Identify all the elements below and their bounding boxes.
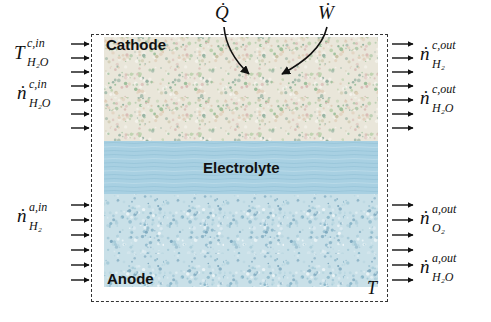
flow-symbol: T — [14, 42, 25, 63]
flow-superscript: a,out — [432, 251, 456, 265]
flow-symbol: ṅ — [420, 43, 430, 64]
flow-arrow — [392, 264, 413, 265]
anode-layer: Anode — [104, 194, 378, 287]
flow-subscript: O₂ — [432, 221, 445, 235]
flow-arrow — [392, 219, 413, 220]
flow-arrow — [71, 127, 89, 128]
flow-arrow — [392, 249, 413, 250]
flow-symbol: ṅ — [17, 82, 27, 103]
flow-superscript: c,in — [29, 77, 47, 91]
work-arrow — [282, 27, 327, 74]
flow-superscript: c,out — [432, 82, 456, 96]
flow-arrow — [392, 113, 413, 114]
flow-arrow — [71, 204, 89, 205]
flow-arrow — [392, 127, 413, 128]
flow-arrow — [71, 219, 89, 220]
flow-arrow — [392, 204, 413, 205]
layer-name: Anode — [107, 270, 154, 287]
flow-arrow — [71, 279, 89, 280]
flow-symbol: ṅ — [420, 256, 430, 277]
heat-symbol: Q̇ — [215, 2, 229, 23]
flow-arrow — [71, 85, 89, 86]
flow-subscript: H₂O — [29, 96, 51, 110]
flow-arrow — [392, 85, 413, 86]
flow-symbol: ṅ — [420, 87, 430, 108]
flow-arrow — [71, 234, 89, 235]
flow-superscript: c,out — [432, 38, 456, 52]
flow-arrow — [71, 71, 89, 72]
flow-arrow — [392, 234, 413, 235]
flow-subscript: H₂ — [432, 57, 445, 71]
flow-subscript: H₂O — [432, 270, 454, 284]
cathode-layer: Cathode — [104, 37, 378, 141]
flow-symbol: ṅ — [420, 207, 430, 228]
temperature-label: T — [367, 278, 377, 299]
flow-arrow — [71, 264, 89, 265]
flow-superscript: a,in — [29, 200, 47, 214]
flow-arrow — [71, 43, 89, 44]
layer-name: Electrolyte — [203, 159, 280, 176]
work-symbol: Ẇ — [318, 2, 334, 23]
flow-arrow — [392, 99, 413, 100]
flow-arrow — [71, 249, 89, 250]
control-volume: T CathodeElectrolyteAnode — [91, 34, 388, 302]
flow-arrow — [392, 279, 413, 280]
heat-arrow — [224, 27, 249, 74]
flow-subscript: H₂O — [432, 101, 454, 115]
electrolyte-layer: Electrolyte — [104, 141, 378, 194]
layer-name: Cathode — [106, 36, 166, 53]
flow-arrow — [392, 43, 413, 44]
flow-arrow — [71, 113, 89, 114]
flow-superscript: a,out — [432, 202, 456, 216]
flow-symbol: ṅ — [17, 205, 27, 226]
flow-arrow — [71, 99, 89, 100]
flow-arrow — [392, 71, 413, 72]
flow-subscript: H₂ — [29, 219, 42, 233]
flow-superscript: c,in — [27, 36, 45, 50]
flow-arrow — [392, 57, 413, 58]
flow-subscript: H₂O — [27, 55, 49, 69]
flow-arrow — [71, 57, 89, 58]
